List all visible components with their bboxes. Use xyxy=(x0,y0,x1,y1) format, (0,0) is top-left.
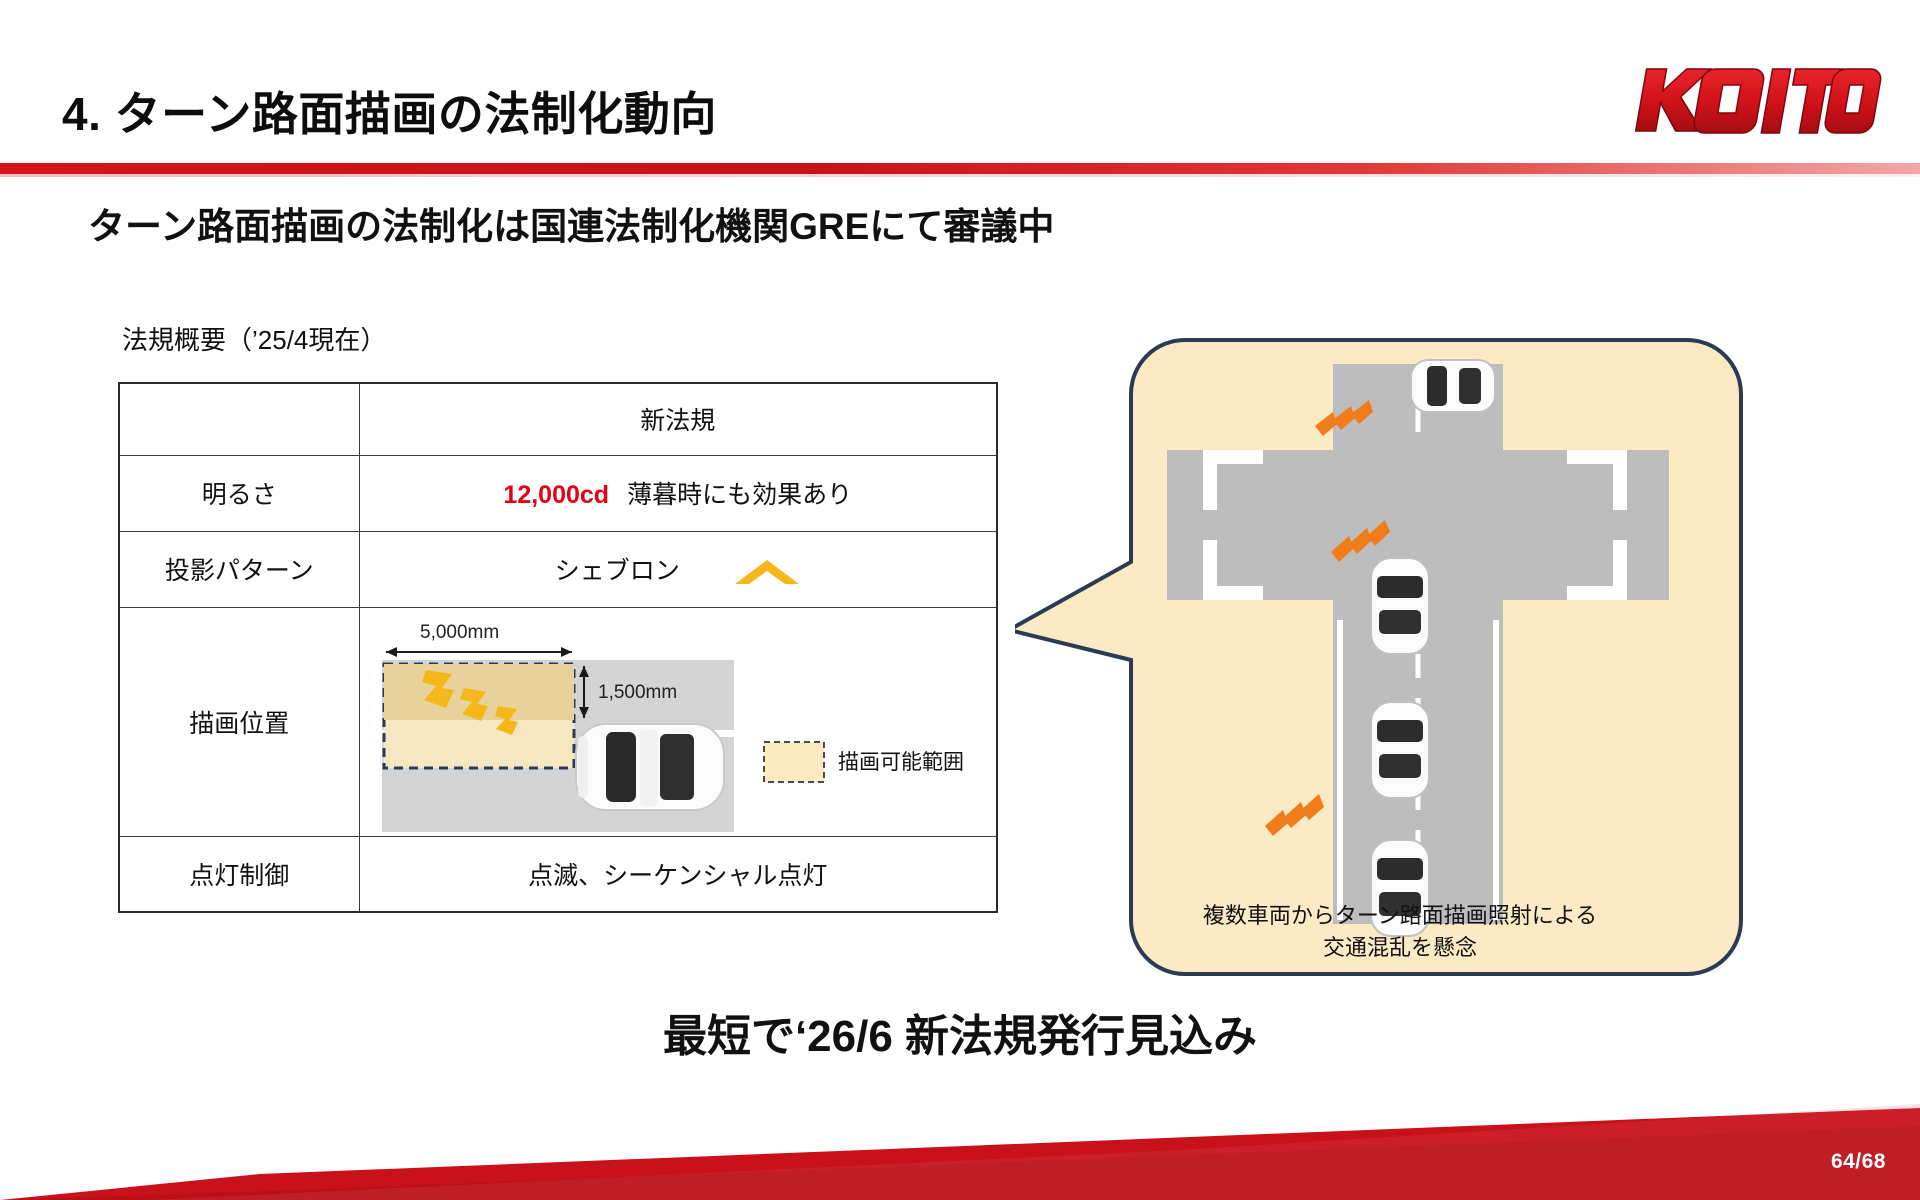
koito-logo-icon xyxy=(1634,68,1882,134)
row-label-control: 点灯制御 xyxy=(118,835,360,913)
legend-swatch xyxy=(762,740,825,783)
chevron-projection-1 xyxy=(1315,400,1373,436)
chevron-projection-3 xyxy=(1265,794,1324,836)
legend-label: 描画可能範囲 xyxy=(838,751,964,774)
row-label-position: 描画位置 xyxy=(118,606,360,837)
drawing-position-diagram: 5,000mm 1,500mm xyxy=(360,608,997,836)
header-rule xyxy=(0,163,1920,174)
regulation-spec-table: 新法規 明るさ 12,000cd 薄暮時にも効果あり 投影パターン シェブロン xyxy=(118,382,998,913)
chevron-projection-2 xyxy=(1331,520,1390,562)
conclusion-text: 最短で‘26/6 新法規発行見込み xyxy=(662,1012,1258,1061)
dim-length-text: 5,000mm xyxy=(420,622,499,643)
dim-width-text: 1,500mm xyxy=(598,682,677,703)
table-row: 明るさ 12,000cd 薄暮時にも効果あり xyxy=(118,454,998,532)
car-top-view xyxy=(574,722,725,811)
table-header-row: 新法規 xyxy=(118,382,998,456)
chevron-icon xyxy=(733,557,801,587)
row-label-pattern: 投影パターン xyxy=(118,530,360,608)
table-row: 描画位置 xyxy=(118,606,998,837)
car-bottom xyxy=(1370,839,1430,937)
chevron-projection-group xyxy=(1265,400,1390,836)
callout-caption: 複数車両からターン路面描画照射による 交通混乱を懸念 xyxy=(1120,900,1680,964)
table-header-value: 新法規 xyxy=(358,382,998,456)
row-label-brightness: 明るさ xyxy=(118,454,360,532)
table-header-label xyxy=(118,382,360,456)
page-title: 4. ターン路面描画の法制化動向 xyxy=(62,88,717,140)
header-rule-secondary xyxy=(0,174,1920,177)
intersection-illustration xyxy=(1003,338,1743,976)
row-value-control: 点滅、シーケンシャル点灯 xyxy=(358,835,998,913)
brightness-value: 12,000cd xyxy=(503,481,610,509)
car-mid-lower xyxy=(1370,701,1430,799)
page-number: 64/68 xyxy=(1830,1150,1886,1173)
row-value-pattern: シェブロン xyxy=(358,530,998,608)
row-value-brightness: 12,000cd 薄暮時にも効果あり xyxy=(358,454,998,532)
callout-caption-line1: 複数車両からターン路面描画照射による xyxy=(1202,903,1598,928)
brightness-note: 薄暮時にも効果あり xyxy=(627,481,853,509)
table-row: 投影パターン シェブロン xyxy=(118,530,998,608)
footer-band xyxy=(0,1104,1920,1200)
intersection-callout xyxy=(1003,330,1755,990)
pattern-value: シェブロン xyxy=(554,556,680,585)
subtitle: ターン路面描画の法制化は国連法制化機関GREにて審議中 xyxy=(88,206,1055,247)
callout-caption-line2: 交通混乱を懸念 xyxy=(1322,934,1477,960)
table-row: 点灯制御 点滅、シーケンシャル点灯 xyxy=(118,835,998,913)
table-caption: 法規概要（’25/4現在） xyxy=(122,325,387,355)
koito-logo xyxy=(1634,62,1884,136)
car-mid-upper xyxy=(1370,557,1430,655)
drawing-position-svg: 5,000mm 1,500mm xyxy=(381,622,964,832)
row-value-position: 5,000mm 1,500mm xyxy=(358,606,998,837)
car-top xyxy=(1410,359,1496,413)
